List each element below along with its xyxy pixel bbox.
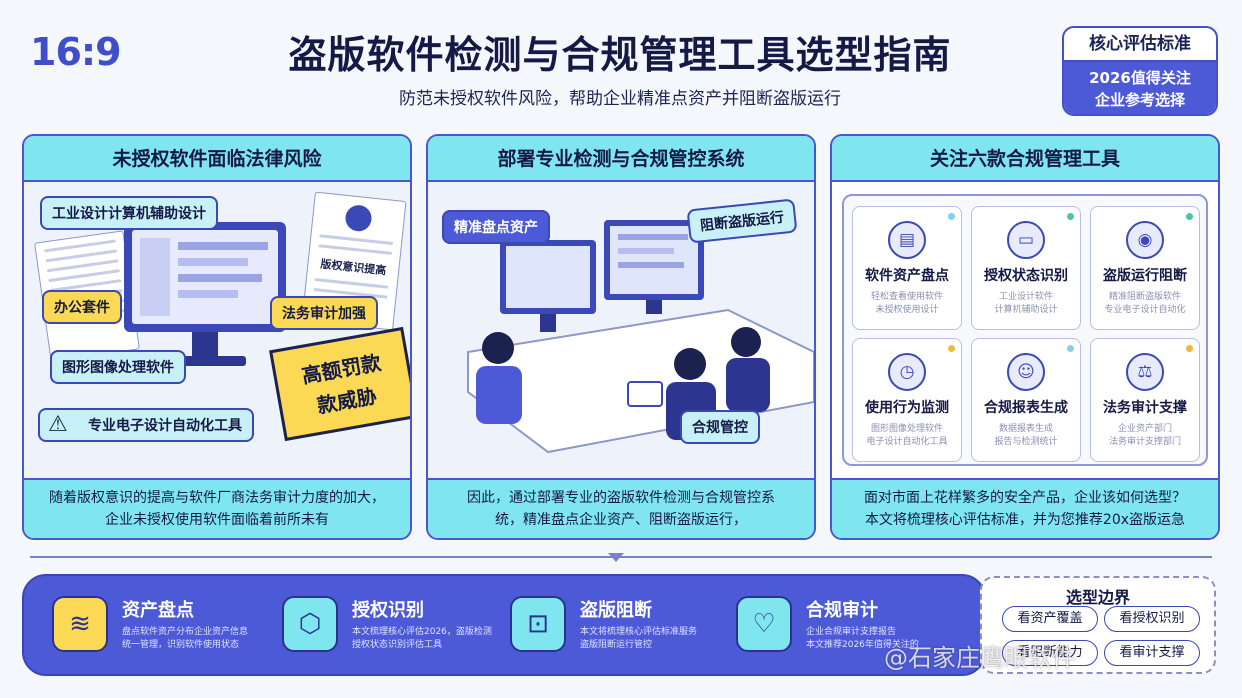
hexagon-icon: ⬡ [282,596,338,652]
report-icon: ☺ [1007,353,1045,391]
feature-name: 授权识别 [352,600,424,621]
panel-illustration: 精准盘点资产 阻断盗版运行 合规管控 [428,182,814,478]
feature-band: ≋ 资产盘点 盘点软件资产分布企业资产信息统一管理，识别软件使用状态 ⬡ 授权识… [22,574,986,676]
feature-name: 盗版阻断 [580,600,652,621]
panel-tool-grid: ▤ 软件资产盘点 轻松查看使用软件未授权使用设计 ▭ 授权状态识别 工业设计软件… [832,182,1218,478]
chip-eda-tools: ⚠ 专业电子设计自动化工具 [38,408,254,442]
selection-boundary-card: 选型边界 看资产覆盖 看授权识别 看阻断能力 看审计支撑 [980,576,1216,674]
tool-card-report: ☺ 合规报表生成 数据报表生成报告与检测统计 [971,338,1081,462]
copyright-label: 版权意识提高 [319,257,387,278]
feature-desc-1: 本文梳理核心评估2026，盗版检测 [352,627,492,637]
feature-name: 合规审计 [806,600,878,621]
tool-name: 盗版运行阻断 [1103,268,1187,284]
clock-shield-icon: ◷ [888,353,926,391]
heart-check-icon: ♡ [736,596,792,652]
caption-line2: 企业未授权使用软件面临着前所未有 [105,512,329,528]
tool-desc-1: 工业设计软件 [998,292,1053,302]
core-standard-line1: 2026值得关注 [1089,69,1191,87]
boundary-pill: 看资产覆盖 [1002,606,1098,632]
panel-caption: 面对市面上花样繁多的安全产品，企业该如何选型？ 本文将梳理核心评估标准，并为您推… [832,478,1218,538]
tool-desc-2: 电子设计自动化工具 [866,437,948,447]
warning-icon: ⚠ [48,412,68,437]
feature-desc-2: 统一管理，识别软件使用状态 [122,640,240,650]
core-standard-body: 2026值得关注 企业参考选择 [1064,62,1216,114]
panel-deploy-system: 部署专业检测与合规管控系统 精准盘点资产 阻断盗版运行 合规管控 因此，通过部署… [426,134,816,540]
panel-illustration: 版权意识提高 工业设计计算机辅助设计 办公套件 法务审计加强 图形图像处理软件 … [24,182,410,478]
no-entry-icon [344,203,373,233]
tool-desc-2: 法务审计支撑部门 [1108,437,1181,447]
feature-desc-2: 本文推荐2026年值得关注的 [806,640,919,650]
feature-desc-2: 盗版阻断运行管控 [580,640,653,650]
feature-desc-1: 企业合规审计支撑报告 [806,627,897,637]
caption-line2: 统，精准盘点企业资产、阻断盗版运行， [495,512,747,528]
core-standard-line2: 企业参考选择 [1094,91,1185,109]
tool-card-license: ▭ 授权状态识别 工业设计软件计算机辅助设计 [971,206,1081,330]
tool-card-asset: ▤ 软件资产盘点 轻松查看使用软件未授权使用设计 [852,206,962,330]
tool-desc-1: 数据报表生成 [998,424,1053,434]
aspect-ratio-tag: 16:9 [30,30,122,74]
panel-caption: 因此，通过部署专业的盗版软件检测与合规管控系 统，精准盘点企业资产、阻断盗版运行… [428,478,814,538]
caption-line2: 本文将梳理核心评估标准，并为您推荐20x盗版运急 [864,512,1186,528]
feature-desc-1: 盘点软件资产分布企业资产信息 [122,627,249,637]
tool-desc-2: 未授权使用设计 [875,305,939,315]
feature-piracy-block: ⊡ 盗版阻断 本文将梳理核心评估标准服务盗版阻断运行管控 [510,596,730,660]
chip-asset-inventory: 精准盘点资产 [442,210,550,244]
tool-card-audit: ⚖ 法务审计支撑 企业资产部门法务审计支撑部门 [1090,338,1200,462]
tool-desc-2: 专业电子设计自动化 [1104,305,1186,315]
core-standard-box: 核心评估标准 2026值得关注 企业参考选择 [1062,26,1218,116]
boundary-pill: 看授权识别 [1104,606,1200,632]
tool-name: 使用行为监测 [865,400,949,416]
tool-desc-1: 精准阻断盗版软件 [1108,292,1181,302]
boundary-pill: 看阻断能力 [1002,640,1098,666]
caption-line1: 因此，通过部署专业的盗版软件检测与合规管控系 [467,490,775,506]
chip-eda-label: 专业电子设计自动化工具 [88,418,242,434]
panel-title: 未授权软件面临法律风险 [24,136,410,182]
tool-desc-2: 报告与检测统计 [994,437,1058,447]
boundary-title: 选型边界 [1065,588,1130,607]
tool-desc-2: 计算机辅助设计 [994,305,1058,315]
chip-cad: 工业设计计算机辅助设计 [40,196,218,230]
tool-desc-1: 图形图像处理软件 [870,424,943,434]
clipboard-icon: ▤ [888,221,926,259]
bag-icon: ⊡ [510,596,566,652]
feature-license-identify: ⬡ 授权识别 本文梳理核心评估2026，盗版检测授权状态识别评估工具 [282,596,502,660]
chip-compliance-control: 合规管控 [680,410,760,444]
tool-desc-1: 轻松查看使用软件 [870,292,943,302]
tool-name: 授权状态识别 [984,268,1068,284]
scales-icon: ⚖ [1126,353,1164,391]
layers-icon: ≋ [52,596,108,652]
page-title: 盗版软件检测与合规管理工具选型指南 [288,33,952,77]
tool-card-monitor: ◷ 使用行为监测 图形图像处理软件电子设计自动化工具 [852,338,962,462]
chip-office-suite: 办公套件 [42,290,122,324]
tool-name: 法务审计支撑 [1103,400,1187,416]
tool-grid: ▤ 软件资产盘点 轻松查看使用软件未授权使用设计 ▭ 授权状态识别 工业设计软件… [842,194,1208,466]
chip-legal-audit: 法务审计加强 [270,296,378,330]
core-standard-heading: 核心评估标准 [1064,28,1216,62]
page-subtitle: 防范未授权软件风险，帮助企业精准点资产并阻断盗版运行 [399,89,841,109]
tool-name: 合规报表生成 [984,400,1068,416]
tool-desc-1: 企业资产部门 [1117,424,1172,434]
boundary-pill: 看审计支撑 [1104,640,1200,666]
watermark: @石家庄鹰眼软件 [884,644,1076,672]
divider-arrow-icon [608,553,624,562]
location-pin-icon: ◉ [1126,221,1164,259]
panel-title: 关注六款合规管理工具 [832,136,1218,182]
tool-card-block: ◉ 盗版运行阻断 精准阻断盗版软件专业电子设计自动化 [1090,206,1200,330]
message-icon: ▭ [1007,221,1045,259]
panel-caption: 随着版权意识的提高与软件厂商法务审计力度的加大， 企业未授权使用软件面临着前所未… [24,478,410,538]
feature-asset-inventory: ≋ 资产盘点 盘点软件资产分布企业资产信息统一管理，识别软件使用状态 [52,596,272,660]
feature-name: 资产盘点 [122,600,194,621]
panel-legal-risk: 未授权软件面临法律风险 版权意识提高 工业设计计算机辅助设计 办公套件 法务审计… [22,134,412,540]
caption-line1: 面对市面上花样繁多的安全产品，企业该如何选型？ [864,490,1186,506]
panel-title: 部署专业检测与合规管控系统 [428,136,814,182]
panel-six-tools: 关注六款合规管理工具 ▤ 软件资产盘点 轻松查看使用软件未授权使用设计 ▭ 授权… [830,134,1220,540]
caption-line1: 随着版权意识的提高与软件厂商法务审计力度的加大， [49,490,385,506]
feature-desc-2: 授权状态识别评估工具 [352,640,443,650]
tool-name: 软件资产盘点 [865,268,949,284]
feature-desc-1: 本文将梳理核心评估标准服务 [580,627,698,637]
chip-graphics-software: 图形图像处理软件 [50,350,186,384]
feature-compliance-audit: ♡ 合规审计 企业合规审计支撑报告本文推荐2026年值得关注的 [736,596,956,660]
